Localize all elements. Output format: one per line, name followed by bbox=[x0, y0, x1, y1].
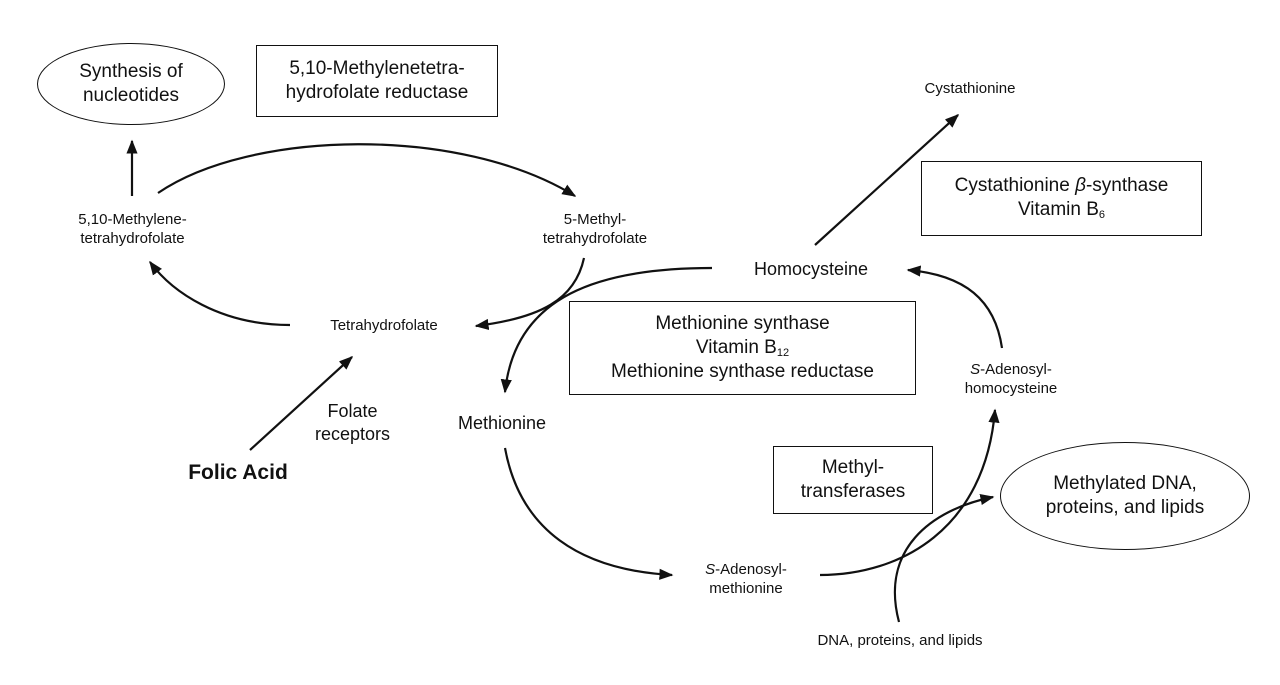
cbs-line-2: Vitamin B6 bbox=[1017, 199, 1106, 221]
methylated-products-node: Methylated DNA, proteins, and lipids bbox=[1000, 442, 1250, 550]
folic-acid-label: Folic Acid bbox=[188, 461, 288, 484]
methylated-line-2: proteins, and lipids bbox=[1045, 497, 1205, 518]
arrow-methyl-thf-to-thf bbox=[474, 257, 586, 330]
methyltransferases-box: Methyl- transferases bbox=[773, 446, 933, 514]
methylated-line-1: Methylated DNA, bbox=[1053, 473, 1197, 495]
arrow-thf-to-methylene bbox=[149, 260, 291, 327]
arrow-sah-to-homocysteine bbox=[906, 265, 1004, 349]
synthesis-of-nucleotides-node: Synthesis of nucleotides bbox=[37, 43, 225, 125]
arrow-homocysteine-to-cystathionine bbox=[814, 114, 960, 246]
homocysteine-node: Homocysteine bbox=[753, 259, 869, 279]
dna-proteins-lipids-label: DNA, proteins, and lipids bbox=[817, 632, 983, 649]
methionine-synthase-box: Methionine synthase Vitamin B12 Methioni… bbox=[569, 301, 916, 395]
ms-line-1: Methionine synthase bbox=[655, 312, 830, 334]
methyl-thf-node: 5-Methyl- tetrahydrofolate bbox=[542, 211, 648, 247]
ms-line-2: Vitamin B12 bbox=[695, 336, 790, 359]
synthesis-line-2: nucleotides bbox=[82, 85, 180, 106]
ms-line-3: Methionine synthase reductase bbox=[611, 361, 874, 383]
sah-node: S-Adenosyl- homocysteine bbox=[964, 361, 1058, 397]
mthfr-line-2: hydrofolate reductase bbox=[285, 82, 469, 103]
cbs-enzyme-box: Cystathionine β-synthase Vitamin B6 bbox=[921, 161, 1202, 236]
cbs-line-1: Cystathionine β-synthase bbox=[954, 175, 1169, 197]
synthesis-line-1: Synthesis of bbox=[79, 61, 183, 83]
mthfr-enzyme-box: 5,10-Methylenetetra- hydrofolate reducta… bbox=[256, 45, 498, 117]
mt-line-2: transferases bbox=[800, 481, 906, 502]
arrow-dna-to-methylated bbox=[893, 494, 995, 623]
arrow-sam-to-sah bbox=[819, 408, 1000, 577]
cystathionine-label: Cystathionine bbox=[924, 80, 1016, 97]
methylene-thf-node: 5,10-Methylene- tetrahydrofolate bbox=[78, 211, 187, 247]
tetrahydrofolate-node: Tetrahydrofolate bbox=[330, 317, 438, 334]
arrow-methionine-to-sam bbox=[503, 447, 674, 580]
sam-node: S-Adenosyl- methionine bbox=[705, 561, 787, 597]
mthfr-line-1: 5,10-Methylenetetra- bbox=[289, 58, 465, 80]
folate-receptors-label: Folate receptors bbox=[314, 401, 391, 444]
methionine-node: Methionine bbox=[457, 413, 547, 433]
arrow-homocysteine-to-methionine bbox=[500, 266, 713, 394]
mt-line-1: Methyl- bbox=[821, 457, 885, 479]
arrow-folic-acid-to-thf bbox=[249, 356, 354, 451]
arrow-methylene-to-methyl-thf bbox=[157, 143, 577, 197]
